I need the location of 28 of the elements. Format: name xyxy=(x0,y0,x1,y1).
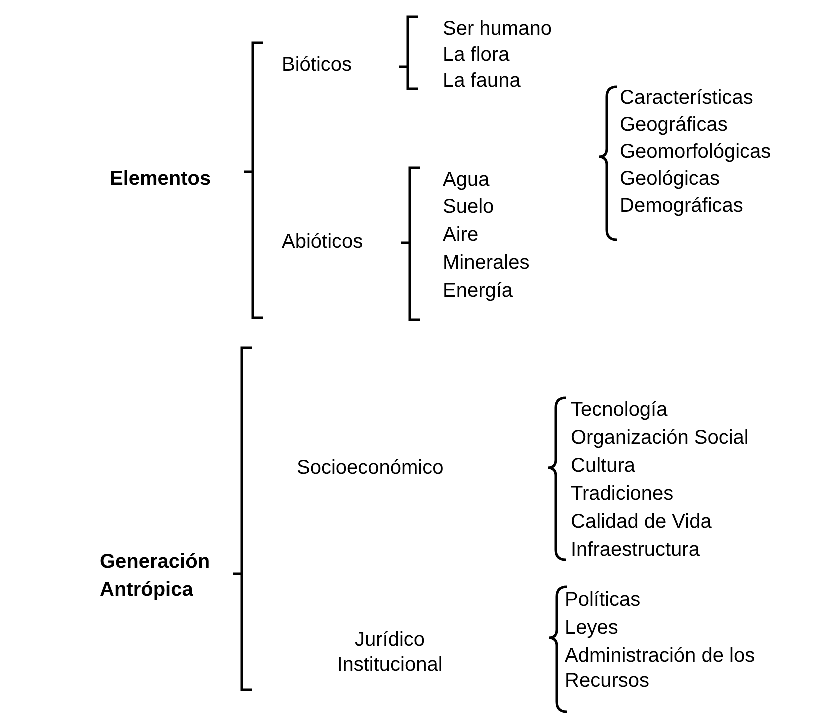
item-text: Geográficas xyxy=(620,113,728,138)
item-text: Geológicas xyxy=(620,167,720,192)
item-text: Leyes xyxy=(565,616,618,641)
item-text: Aire xyxy=(443,223,479,248)
item-text: Socioeconómico xyxy=(297,456,444,481)
item-text: La flora xyxy=(443,43,510,68)
item-text: Infraestructura xyxy=(571,538,700,563)
item-text: Bióticos xyxy=(282,53,352,78)
item-text: Geomorfológicas xyxy=(620,140,772,165)
item-text: Suelo xyxy=(443,195,494,220)
item-text: Ser humano xyxy=(443,17,552,42)
item-text: Administración de los Recursos xyxy=(565,644,756,694)
item-text: Minerales xyxy=(443,251,530,276)
item-text: Abióticos xyxy=(282,230,364,255)
item-text: Jurídico Institucional xyxy=(336,628,444,678)
group-heading: Generación Antrópica xyxy=(100,550,212,603)
group-heading: Elementos xyxy=(110,167,212,192)
item-text: La fauna xyxy=(443,69,521,94)
item-text: Energía xyxy=(443,279,514,304)
item-text: Demográficas xyxy=(620,194,744,219)
item-text: Tecnología xyxy=(571,398,668,423)
item-text: Políticas xyxy=(565,588,641,613)
item-text: Tradiciones xyxy=(571,482,674,507)
item-text: Características xyxy=(620,86,754,111)
item-text: Cultura xyxy=(571,454,636,479)
item-text: Organización Social xyxy=(571,426,749,451)
item-text: Calidad de Vida xyxy=(571,510,712,535)
item-text: Agua xyxy=(443,168,490,193)
